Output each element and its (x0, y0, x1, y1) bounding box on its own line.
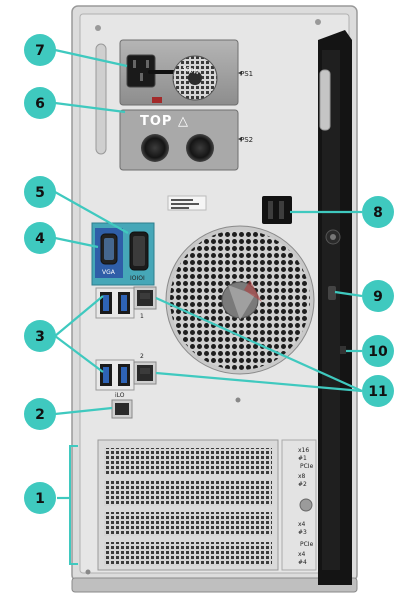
callout-11: 11 (362, 375, 394, 407)
svg-text:8: 8 (373, 205, 383, 221)
pcie-label-b: PCIe (300, 541, 314, 548)
callout-6: 6 (24, 87, 56, 119)
top-marking: TOP △ (140, 114, 189, 129)
slot-bracket (69, 445, 78, 565)
io-panel: VGA IOIOI (91, 222, 155, 286)
ps2-label: PS2 (240, 136, 253, 144)
svg-text:9: 9 (373, 289, 383, 305)
svg-text:6: 6 (35, 96, 45, 112)
bezel-slot (340, 346, 346, 354)
callout-10: 10 (362, 335, 394, 367)
system-fan (165, 225, 315, 375)
callout-1: 1 (24, 482, 56, 514)
ps1-label: PS1 (240, 70, 253, 78)
svg-text:11: 11 (368, 384, 387, 400)
svg-text:2: 2 (35, 407, 45, 423)
callout-7: 7 (24, 34, 56, 66)
callout-4: 4 (24, 222, 56, 254)
nic2-label: 2 (140, 353, 144, 360)
svg-text:3: 3 (35, 329, 45, 345)
pcie-slot-4 (104, 542, 272, 566)
padlock-eye[interactable] (262, 196, 292, 224)
callout-3: 3 (24, 320, 56, 352)
slot-4-num: #4 (298, 559, 307, 566)
svg-text:7: 7 (35, 43, 45, 59)
usb-ports-upper (95, 287, 135, 319)
callout-8: 8 (362, 196, 394, 228)
nic-port-1[interactable] (133, 286, 157, 310)
pcie-slot-3 (104, 512, 272, 536)
pcie-slot-2 (104, 480, 272, 506)
callout-lines (54, 48, 363, 500)
svg-text:4: 4 (35, 231, 45, 247)
bezel-release[interactable] (328, 286, 336, 300)
slot-2-width: x8 (298, 473, 306, 480)
side-lock[interactable] (325, 229, 341, 245)
psu-watt-label: 500W (181, 65, 200, 76)
slot-3-width: x4 (298, 521, 306, 528)
slot-1-width: x16 (298, 447, 309, 454)
slot-1-num: #1 (298, 455, 307, 462)
svg-text:10: 10 (368, 344, 388, 360)
svg-text:5: 5 (35, 185, 45, 201)
vga-label: VGA (102, 269, 116, 276)
ilo-port[interactable] (111, 399, 133, 419)
pcie-slot-1 (104, 448, 272, 474)
serial-label: IOIOI (130, 275, 145, 282)
pcie-label-a: PCIe (300, 463, 314, 470)
power-supply-1: 500W (119, 39, 239, 106)
serial-sticker (167, 195, 207, 211)
callout-5: 5 (24, 176, 56, 208)
slot-4-width: x4 (298, 551, 306, 558)
callout-2: 2 (24, 398, 56, 430)
callout-9: 9 (362, 280, 394, 312)
ilo-label: iLO (115, 392, 125, 399)
power-supply-2-blank: TOP △ (119, 109, 239, 171)
expansion-slots: x16 #1 PCIe x8 #2 x4 #3 PCIe x4 #4 (97, 439, 317, 571)
nic1-label: 1 (140, 313, 144, 320)
nic-port-2[interactable] (133, 361, 157, 385)
usb-ports-lower (95, 359, 135, 391)
slot-2-num: #2 (298, 481, 307, 488)
slot-3-num: #3 (298, 529, 307, 536)
svg-text:1: 1 (35, 491, 45, 507)
